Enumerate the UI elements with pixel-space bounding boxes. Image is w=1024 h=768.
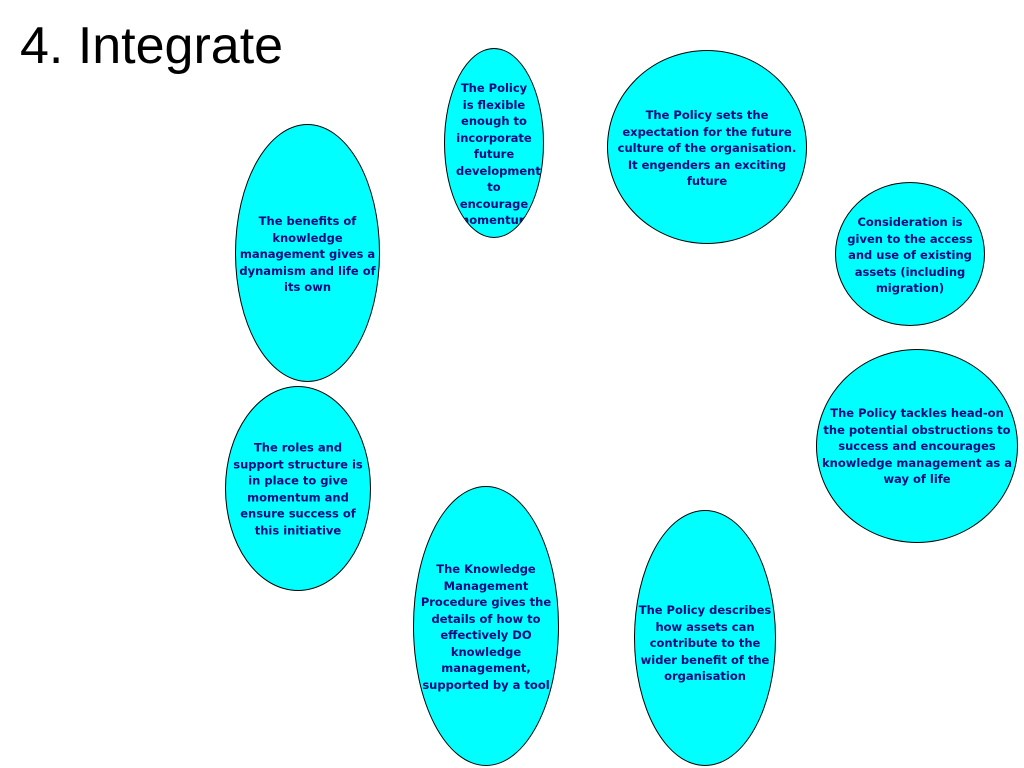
slide-title: 4. Integrate	[20, 17, 284, 75]
bubble-text: The Policy is flexible enough to incorpo…	[456, 80, 544, 227]
bubble-text: The Policy tackles head-on the potential…	[822, 405, 1012, 486]
bubble-existing-assets: Consideration is given to the access and…	[835, 182, 985, 326]
bubble-roles-support: The roles and support structure is in pl…	[225, 386, 371, 591]
bubble-km-benefits: The benefits of knowledge management giv…	[235, 124, 380, 382]
bubble-text: The Knowledge Management Procedure gives…	[420, 562, 552, 692]
bubble-obstructions: The Policy tackles head-on the potential…	[816, 349, 1018, 543]
bubble-text: The Policy sets the expectation for the …	[617, 107, 797, 188]
bubble-text: Consideration is given to the access and…	[847, 214, 973, 295]
bubble-text: The benefits of knowledge management giv…	[239, 213, 376, 294]
bubble-policy-culture: The Policy sets the expectation for the …	[607, 50, 807, 244]
bubble-wider-benefit: The Policy describes how assets can cont…	[634, 510, 776, 766]
bubble-text: The Policy describes how assets can cont…	[638, 602, 772, 683]
bubble-km-procedure: The Knowledge Management Procedure gives…	[413, 486, 559, 766]
bubble-policy-flexible: The Policy is flexible enough to incorpo…	[444, 48, 544, 238]
bubble-text: The roles and support structure is in pl…	[233, 440, 363, 538]
